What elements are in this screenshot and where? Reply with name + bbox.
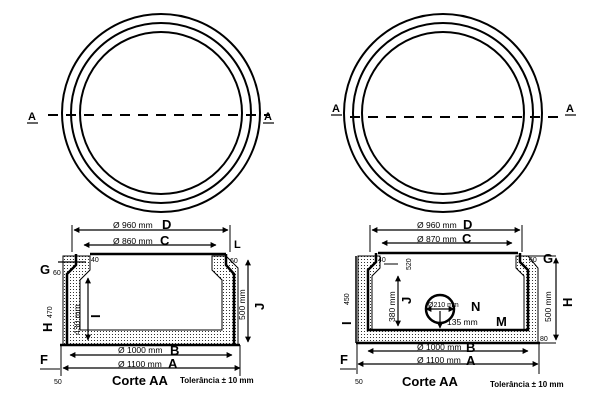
left-j-letter: J bbox=[252, 303, 267, 310]
left-tolerance: Tolerância ± 10 mm bbox=[180, 376, 254, 385]
right-small-40: 40 bbox=[378, 257, 386, 264]
right-f-letter: F bbox=[340, 352, 348, 367]
right-c-letter: C bbox=[462, 231, 472, 246]
left-section-view: Ø 960 mm D Ø 860 mm C L G 40 60 60 430 m… bbox=[40, 217, 267, 388]
right-a-value: Ø 1100 mm bbox=[417, 355, 461, 365]
left-a-value: Ø 1100 mm bbox=[118, 359, 162, 369]
right-g-letter: G bbox=[543, 251, 553, 266]
right-j-letter: J bbox=[399, 297, 414, 304]
left-small-60-top: 60 bbox=[53, 270, 61, 277]
left-small-40: 40 bbox=[91, 257, 99, 264]
left-outer-ring bbox=[61, 13, 261, 213]
left-inner-wall-left bbox=[65, 254, 78, 345]
right-b-value: Ø 1000 mm bbox=[417, 342, 461, 352]
left-section-letter-left: A bbox=[28, 111, 36, 123]
right-depth-500: 500 mm bbox=[543, 291, 553, 322]
right-a-letter: A bbox=[466, 353, 476, 368]
right-val-450: 450 bbox=[344, 293, 351, 305]
left-d-letter: D bbox=[162, 217, 171, 232]
right-i-letter: I bbox=[339, 321, 354, 325]
right-pipe-value: Ø210 mm bbox=[428, 302, 459, 309]
left-c-letter: C bbox=[160, 233, 170, 248]
right-small-60: 60 bbox=[529, 257, 537, 264]
left-d-value: Ø 960 mm bbox=[113, 220, 153, 230]
left-depth-500: 500 mm bbox=[237, 289, 247, 320]
left-c-value: Ø 860 mm bbox=[113, 236, 153, 246]
left-f-letter: F bbox=[40, 352, 48, 367]
right-plan-view: A A bbox=[331, 13, 576, 213]
right-inner-outline bbox=[366, 253, 530, 332]
left-middle-ring bbox=[70, 22, 252, 204]
left-l-letter: L bbox=[234, 239, 241, 251]
left-section-letter-right: A bbox=[264, 111, 272, 123]
left-wall-body bbox=[62, 255, 239, 346]
left-inner-wall-right bbox=[224, 254, 236, 345]
right-small-80: 80 bbox=[540, 336, 548, 343]
left-b-letter: B bbox=[170, 343, 179, 358]
right-middle-ring bbox=[352, 22, 534, 204]
right-section-view: Ø 960 mm D Ø 870 mm C 40 520 60 G 450 I … bbox=[339, 217, 575, 389]
right-c-value: Ø 870 mm bbox=[417, 234, 457, 244]
left-val-470: 470 bbox=[47, 306, 54, 318]
right-caption: Corte AA bbox=[402, 374, 458, 389]
right-val-50: 50 bbox=[355, 379, 363, 386]
right-section-letter-left: A bbox=[332, 103, 340, 115]
left-i-letter: I bbox=[88, 314, 103, 318]
left-b-value: Ø 1000 mm bbox=[118, 345, 162, 355]
right-m-letter: M bbox=[496, 314, 507, 329]
left-depth-430: 430 mm bbox=[72, 304, 82, 335]
left-plan-view: A A bbox=[27, 13, 274, 213]
left-inner-ring bbox=[79, 31, 243, 195]
right-section-letter-right: A bbox=[566, 103, 574, 115]
right-depth-380: 380 mm bbox=[387, 291, 397, 322]
right-b-letter: B bbox=[466, 340, 475, 355]
right-outer-ring bbox=[343, 13, 543, 213]
left-caption: Corte AA bbox=[112, 373, 168, 388]
left-val-50: 50 bbox=[54, 379, 62, 386]
right-wall-body bbox=[357, 255, 539, 344]
left-small-60-right: 60 bbox=[230, 258, 238, 265]
right-inner-ring bbox=[361, 31, 525, 195]
left-g-letter: G bbox=[40, 262, 50, 277]
right-d-value: Ø 960 mm bbox=[417, 220, 457, 230]
left-h-letter: H bbox=[40, 323, 55, 332]
right-small-520: 520 bbox=[406, 258, 413, 270]
right-d-letter: D bbox=[463, 217, 472, 232]
right-n-letter: N bbox=[471, 299, 480, 314]
right-tolerance: Tolerância ± 10 mm bbox=[490, 380, 564, 389]
right-h-letter: H bbox=[560, 298, 575, 307]
right-m-value: 135 mm bbox=[447, 317, 478, 327]
left-a-letter: A bbox=[168, 356, 178, 371]
